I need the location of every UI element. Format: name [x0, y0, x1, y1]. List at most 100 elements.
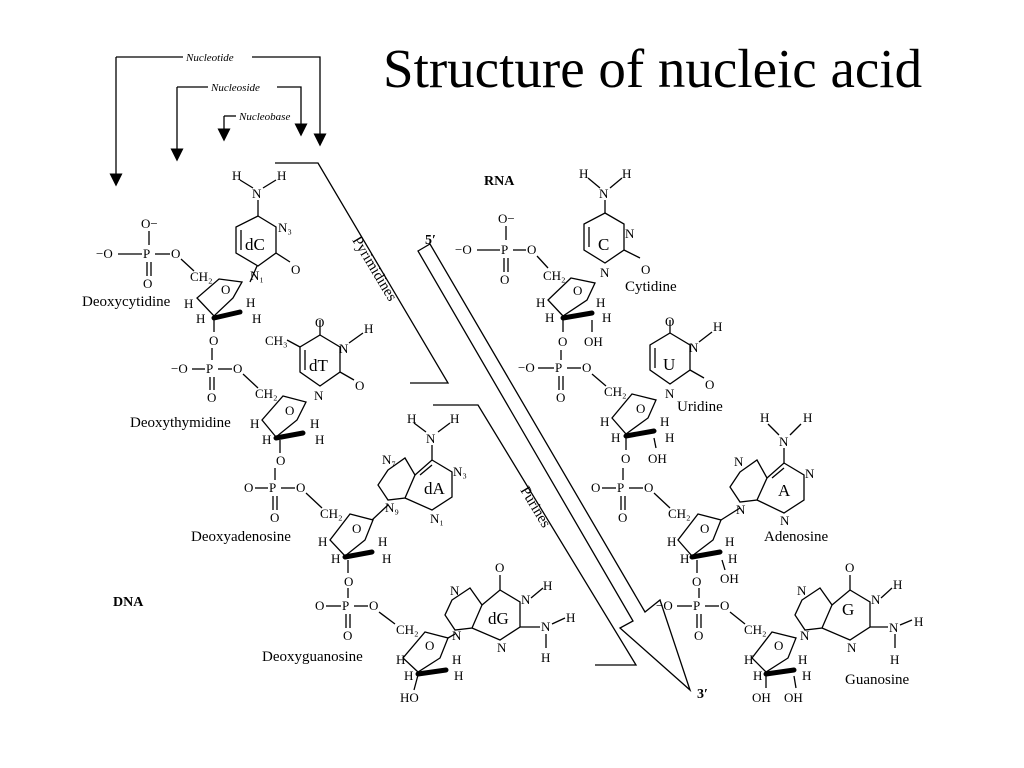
svg-text:O: O: [207, 390, 216, 405]
slide-title: Structure of nucleic acid: [383, 38, 923, 99]
svg-text:H: H: [450, 411, 459, 426]
svg-text:O: O: [705, 377, 714, 392]
deoxycytidine-label: Deoxycytidine: [82, 294, 171, 310]
svg-text:H: H: [611, 430, 620, 445]
rna-phosphate-3: O P O O: [591, 468, 671, 525]
svg-text:H: H: [452, 652, 461, 667]
svg-text:N: N: [779, 434, 789, 449]
svg-text:H: H: [382, 551, 391, 566]
svg-text:O: O: [296, 480, 305, 495]
svg-text:N: N: [665, 386, 675, 401]
dna-phosphate-2: −O P O O: [171, 348, 259, 405]
svg-text:N: N: [599, 186, 609, 201]
svg-text:H: H: [660, 414, 669, 429]
rna-uridine: CH₂ O H H H H O OH U O N H O N Uridine: [600, 314, 723, 466]
svg-text:N: N: [252, 186, 262, 201]
svg-text:H: H: [914, 614, 923, 629]
three-prime-label: 3′: [697, 687, 708, 702]
svg-text:H: H: [318, 534, 327, 549]
svg-text:O: O: [270, 510, 279, 525]
svg-text:H: H: [803, 410, 812, 425]
svg-text:H: H: [246, 295, 255, 310]
svg-text:N: N: [452, 628, 462, 643]
svg-text:O: O: [720, 598, 729, 613]
svg-text:O: O: [621, 451, 630, 466]
svg-text:H: H: [378, 534, 387, 549]
svg-text:O: O: [636, 401, 645, 416]
svg-text:N₇: N₇: [382, 452, 396, 467]
svg-text:O: O: [641, 262, 650, 277]
svg-text:N: N: [600, 265, 610, 280]
svg-text:OH: OH: [784, 690, 803, 705]
svg-text:CH₂: CH₂: [543, 268, 566, 283]
svg-text:H: H: [728, 551, 737, 566]
svg-text:O: O: [591, 480, 600, 495]
svg-text:N: N: [736, 502, 746, 517]
svg-text:P: P: [342, 598, 349, 613]
svg-text:O−: O−: [498, 211, 515, 226]
svg-text:N: N: [780, 513, 790, 528]
svg-text:CH₂: CH₂: [396, 622, 419, 637]
svg-text:O: O: [495, 560, 504, 575]
svg-text:CH₂: CH₂: [668, 506, 691, 521]
svg-text:dG: dG: [488, 609, 509, 628]
svg-text:N: N: [800, 628, 810, 643]
svg-text:O: O: [171, 246, 180, 261]
deoxythymidine-label: Deoxythymidine: [130, 415, 231, 431]
svg-text:dC: dC: [245, 235, 265, 254]
svg-text:P: P: [693, 598, 700, 613]
svg-text:H: H: [744, 652, 753, 667]
svg-text:N: N: [521, 592, 531, 607]
svg-text:O: O: [556, 390, 565, 405]
svg-text:N: N: [689, 340, 699, 355]
svg-text:HO: HO: [400, 690, 419, 705]
svg-text:H: H: [753, 668, 762, 683]
svg-text:H: H: [579, 166, 588, 181]
svg-text:H: H: [725, 534, 734, 549]
svg-text:P: P: [501, 242, 508, 257]
svg-text:P: P: [143, 246, 150, 261]
svg-text:O: O: [425, 638, 434, 653]
svg-text:H: H: [667, 534, 676, 549]
strand-direction-arrow: 5′ 3′: [417, 233, 708, 702]
pyrimidines-label: Pyrimidines: [349, 234, 400, 305]
svg-text:OH: OH: [752, 690, 771, 705]
svg-text:O: O: [209, 333, 218, 348]
svg-text:O: O: [233, 361, 242, 376]
nucleobase-label: Nucleobase: [238, 111, 290, 123]
svg-text:H: H: [802, 668, 811, 683]
rna-phosphate-1: O− −O P O O: [455, 211, 549, 287]
svg-text:H: H: [680, 551, 689, 566]
svg-text:H: H: [196, 311, 205, 326]
pyrimidines-bracket: Pyrimidines: [275, 162, 450, 384]
svg-text:H: H: [541, 650, 550, 665]
rna-label: RNA: [484, 174, 515, 189]
svg-text:O: O: [700, 521, 709, 536]
svg-text:H: H: [310, 416, 319, 431]
svg-text:H: H: [315, 432, 324, 447]
svg-text:CH₂: CH₂: [320, 506, 343, 521]
dna-deoxyguanosine: CH₂ O H H H H HO O dG N N N H N N H H De…: [262, 560, 575, 705]
cytidine-label: Cytidine: [625, 279, 677, 295]
dna-deoxycytidine: CH₂ O H H H H O dC N₃ N₁ N H H O Deoxycy…: [82, 168, 300, 348]
svg-text:O: O: [276, 453, 285, 468]
svg-text:OH: OH: [584, 334, 603, 349]
uridine-label: Uridine: [677, 399, 723, 415]
svg-text:O: O: [692, 574, 701, 589]
svg-text:−O: −O: [518, 360, 535, 375]
svg-text:N₁: N₁: [430, 511, 444, 526]
svg-text:H: H: [543, 578, 552, 593]
svg-text:CH₃: CH₃: [265, 333, 288, 348]
svg-text:H: H: [454, 668, 463, 683]
svg-text:−O: −O: [656, 598, 673, 613]
rna-adenosine: CH₂ O H H H H O OH A N N N N N H H Adeno…: [667, 410, 828, 589]
svg-text:H: H: [622, 166, 631, 181]
svg-text:N: N: [871, 592, 881, 607]
svg-text:H: H: [232, 168, 241, 183]
svg-text:N₃: N₃: [278, 220, 292, 235]
svg-text:N: N: [734, 454, 744, 469]
svg-text:H: H: [600, 414, 609, 429]
svg-text:N₃: N₃: [453, 464, 467, 479]
svg-text:H: H: [364, 321, 373, 336]
